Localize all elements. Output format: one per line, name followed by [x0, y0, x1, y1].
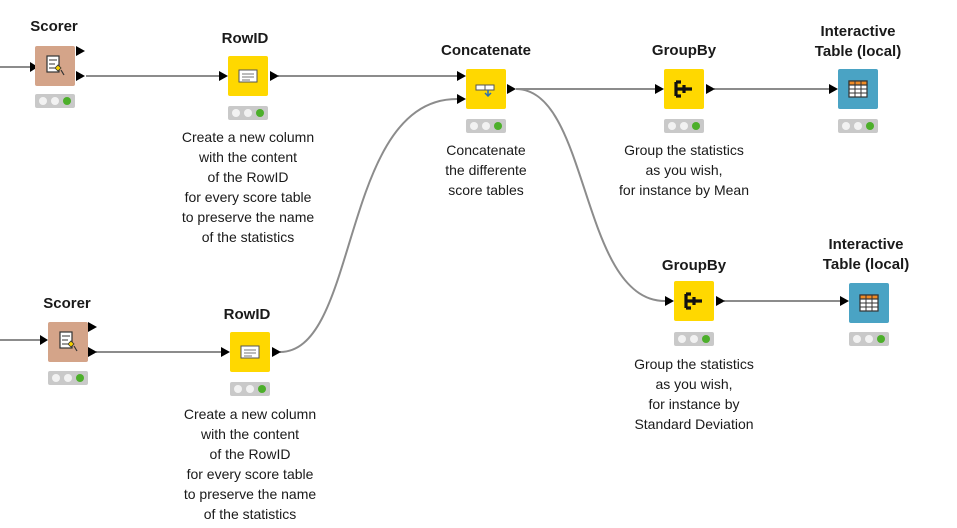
- groupby-icon: [674, 80, 692, 98]
- status-scorer-top: [35, 94, 75, 108]
- status-table-bottom: [849, 332, 889, 346]
- node-table-bottom[interactable]: [849, 283, 889, 323]
- inport-table-bottom[interactable]: [840, 296, 849, 306]
- connection-rowid-bottom-concatenate[interactable]: [279, 98, 458, 353]
- inport-groupby-bottom[interactable]: [665, 296, 674, 306]
- node-title-table-top: Interactive Table (local): [814, 23, 902, 60]
- node-title-rowid-bottom: RowID: [223, 306, 271, 323]
- status-concatenate: [466, 119, 506, 133]
- status-scorer-bottom: [48, 371, 88, 385]
- node-title-groupby-bottom: GroupBy: [661, 257, 727, 274]
- table-view-icon: [859, 294, 879, 312]
- table-view-icon: [848, 80, 868, 98]
- node-table-top[interactable]: [838, 69, 878, 109]
- outport-rowid-top[interactable]: [270, 71, 279, 81]
- node-scorer-top[interactable]: [35, 46, 75, 86]
- outport-scorer-top-1[interactable]: [76, 46, 85, 56]
- inport-groupby-top[interactable]: [655, 84, 664, 94]
- status-groupby-top: [664, 119, 704, 133]
- inport-rowid-top[interactable]: [219, 71, 228, 81]
- status-table-top: [838, 119, 878, 133]
- node-rowid-top[interactable]: [228, 56, 268, 96]
- node-concatenate[interactable]: [466, 69, 506, 109]
- node-title-scorer-bottom: Scorer: [43, 295, 91, 312]
- node-scorer-bottom[interactable]: [48, 322, 88, 362]
- node-rowid-bottom[interactable]: [230, 332, 270, 372]
- concatenate-icon: [475, 84, 495, 98]
- annotation-rowid-top: Create a new column with the content of …: [181, 129, 315, 245]
- inport-rowid-bottom[interactable]: [221, 347, 230, 357]
- outport-concatenate[interactable]: [507, 84, 516, 94]
- connection-concatenate-groupby-bottom[interactable]: [515, 88, 666, 302]
- inport-table-top[interactable]: [829, 84, 838, 94]
- status-groupby-bottom: [674, 332, 714, 346]
- annotation-concatenate: Concatenate the differente score tables: [445, 142, 527, 198]
- status-rowid-bottom: [230, 382, 270, 396]
- outport-scorer-top-2[interactable]: [76, 71, 85, 81]
- annotation-rowid-bottom: Create a new column with the content of …: [183, 406, 317, 522]
- annotation-groupby-bottom: Group the statistics as you wish, for in…: [634, 356, 754, 432]
- status-rowid-top: [228, 106, 268, 120]
- rowid-icon: [238, 69, 258, 83]
- node-title-concatenate: Concatenate: [440, 42, 532, 59]
- inport-concatenate-2[interactable]: [457, 94, 466, 104]
- outport-groupby-bottom[interactable]: [716, 296, 725, 306]
- node-title-rowid-top: RowID: [221, 30, 269, 47]
- outport-groupby-top[interactable]: [706, 84, 715, 94]
- node-groupby-top[interactable]: [664, 69, 704, 109]
- inport-concatenate-1[interactable]: [457, 71, 466, 81]
- inport-scorer-top[interactable]: [30, 62, 38, 72]
- inport-scorer-bottom[interactable]: [40, 335, 48, 345]
- annotation-groupby-top: Group the statistics as you wish, for in…: [619, 142, 749, 198]
- node-title-scorer-top: Scorer: [30, 18, 78, 35]
- groupby-icon: [684, 292, 702, 310]
- scorer-icon: [46, 55, 65, 76]
- scorer-icon: [59, 331, 78, 352]
- node-groupby-bottom[interactable]: [674, 281, 714, 321]
- rowid-icon: [240, 345, 260, 359]
- outport-rowid-bottom[interactable]: [272, 347, 281, 357]
- node-title-groupby-top: GroupBy: [651, 42, 717, 59]
- outport-scorer-bottom-1[interactable]: [88, 322, 97, 332]
- outport-scorer-bottom-2[interactable]: [88, 347, 97, 357]
- node-title-table-bottom: Interactive Table (local): [822, 236, 910, 273]
